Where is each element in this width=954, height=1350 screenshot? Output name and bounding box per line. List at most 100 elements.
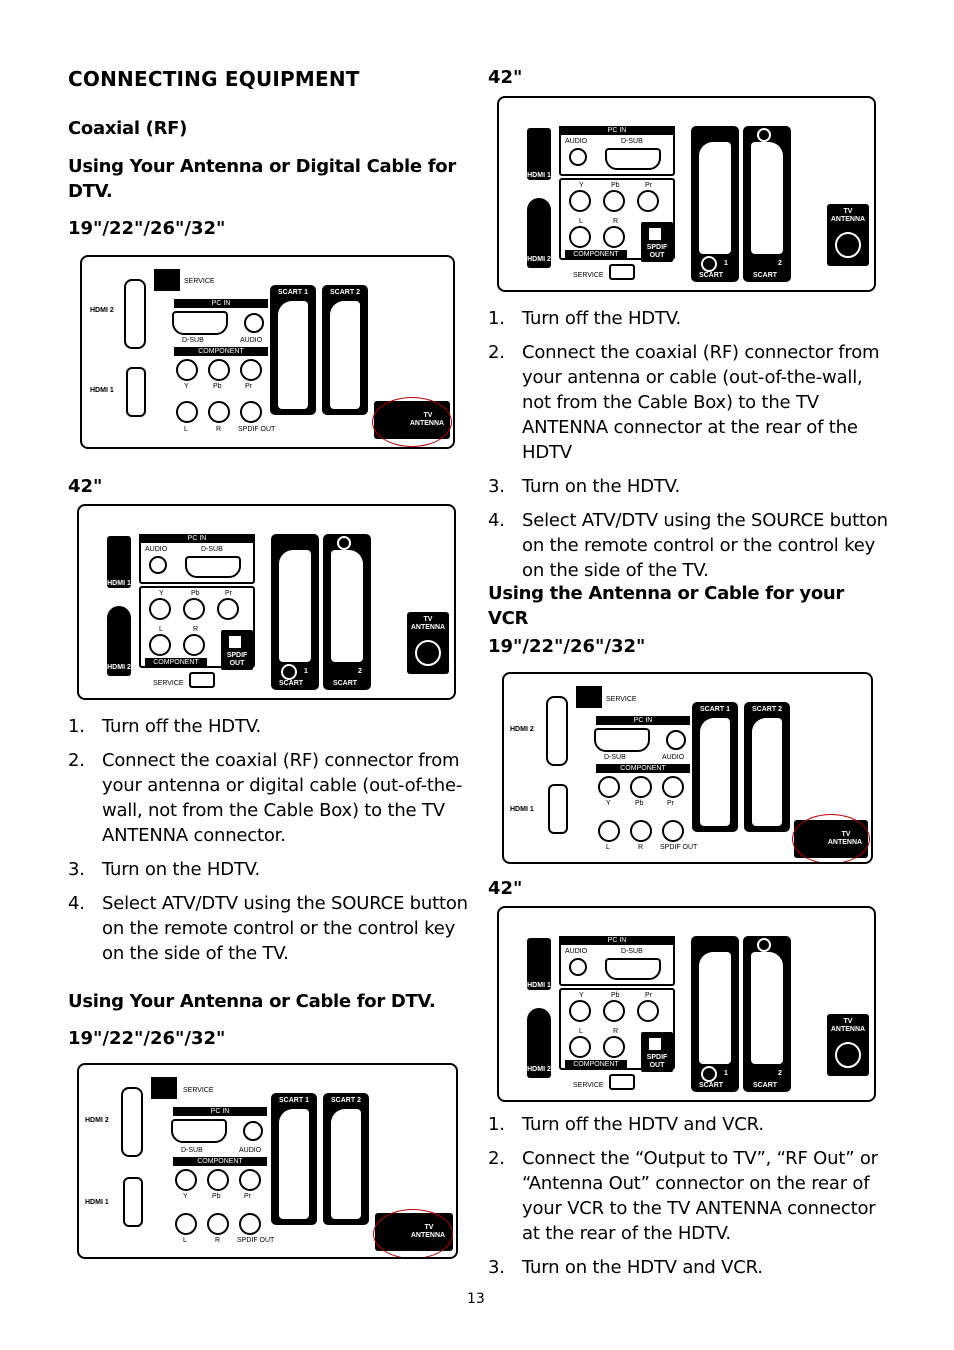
audio-label: AUDIO [565, 948, 588, 955]
step-text: Turn on the HDTV. [522, 476, 680, 497]
hdmi1-label: HDMI 1 [527, 982, 551, 989]
hdmi1-port [548, 784, 568, 834]
step-number: 2. [488, 342, 505, 363]
steps-list-sec2: 1.Turn off the HDTV. 2. Connect the coaxi… [488, 306, 893, 592]
step-number: 1. [488, 1114, 505, 1135]
pr-jack [637, 190, 659, 212]
dsub-label: D-SUB [182, 337, 204, 344]
scart2-slot [751, 952, 783, 1064]
coaxial-heading: Coaxial (RF) [68, 118, 188, 139]
hdmi2-port [121, 1087, 143, 1157]
size-label-small-3: 19"/22"/26"/32" [488, 636, 646, 657]
component-bar: COMPONENT [174, 347, 268, 356]
service-label: SERVICE [606, 696, 637, 703]
scart1-slot [279, 550, 311, 662]
scart2-slot [330, 301, 360, 409]
scart2-label: SCART [752, 272, 778, 279]
pb-label: Pb [611, 182, 620, 189]
component-bar: COMPONENT [565, 250, 627, 259]
pb-label: Pb [191, 590, 200, 597]
dsub-label: D-SUB [201, 546, 223, 553]
l-jack [175, 1213, 197, 1235]
step-text: Turn on the HDTV. [102, 859, 260, 880]
scart1-number: 1 [304, 668, 308, 675]
pb-label: Pb [611, 992, 620, 999]
spdif-jack [240, 401, 262, 423]
pr-label: Pr [645, 992, 652, 999]
antenna-label: ANTENNA [830, 1026, 866, 1033]
scart2-slot [331, 550, 363, 662]
pb-jack [208, 359, 230, 381]
audio-jack [244, 313, 264, 333]
service-port [151, 1077, 177, 1099]
steps-list-sec1: 1.Turn off the HDTV. 2.Connect the coaxi… [68, 714, 468, 975]
scart1-slot [699, 952, 731, 1064]
scart2-slot [331, 1109, 361, 1219]
step-item: 3.Turn on the HDTV and VCR. [488, 1255, 893, 1280]
spdif-out-port [647, 226, 663, 242]
scart1-number: 1 [724, 260, 728, 267]
scart1-slot [699, 142, 731, 254]
spdif-out-port [227, 634, 243, 650]
service-label: SERVICE [153, 680, 184, 687]
r-label: R [216, 426, 222, 433]
hdmi2-label: HDMI 2 [527, 1066, 551, 1073]
hdmi2-port [527, 1008, 551, 1078]
step-text: Turn on the HDTV and VCR. [522, 1257, 763, 1278]
service-label: SERVICE [573, 272, 604, 279]
step-number: 3. [488, 476, 505, 497]
hdmi1-port [527, 128, 551, 180]
dsub-label: D-SUB [181, 1147, 203, 1154]
hdmi2-label: HDMI 2 [527, 256, 551, 263]
scart1-indicator [701, 256, 717, 272]
hdmi2-port [527, 198, 551, 268]
pr-jack [637, 1000, 659, 1022]
l-jack [149, 634, 171, 656]
component-bar: COMPONENT [596, 764, 690, 773]
l-label: L [159, 626, 163, 633]
dsub-label: D-SUB [621, 948, 643, 955]
size-label-small-2: 19"/22"/26"/32" [68, 1028, 226, 1049]
step-text: Connect the coaxial (RF) connector from … [522, 342, 880, 463]
dsub-port [172, 311, 228, 335]
size-label-large-3: 42" [488, 878, 523, 899]
pr-jack [239, 1169, 261, 1191]
scart1-slot [279, 1109, 309, 1219]
size-label-large-2: 42" [488, 67, 523, 88]
audio-jack [569, 958, 587, 976]
pb-label: Pb [213, 383, 222, 390]
service-port [609, 1074, 635, 1090]
r-jack [603, 226, 625, 248]
hdmi2-label: HDMI 2 [85, 1117, 109, 1124]
tv-label: TV [423, 616, 433, 623]
spdif-out-label: SPDIF OUT [660, 844, 698, 851]
scart1-label: SCART 1 [279, 1097, 309, 1104]
rear-panel-diagram-small-2: HDMI 2 HDMI 1 SERVICE PC IN D-SUB AUDIO … [77, 1063, 458, 1259]
pb-label: Pb [212, 1193, 221, 1200]
tv-label: TV [843, 208, 853, 215]
y-label: Y [579, 182, 584, 189]
step-text: Select ATV/DTV using the SOURCE button o… [522, 510, 888, 581]
r-label: R [613, 218, 619, 225]
out-label: OUT [649, 1062, 665, 1069]
service-label: SERVICE [184, 278, 215, 285]
pc-in-bar: PC IN [173, 1107, 267, 1116]
step-number: 1. [488, 308, 505, 329]
dsub-port [171, 1119, 227, 1143]
rear-panel-diagram-large-1: HDMI 1 HDMI 2 PC IN AUDIO D-SUB Y Pb Pr … [77, 504, 456, 700]
pb-jack [603, 1000, 625, 1022]
scart2-label: SCART 2 [752, 706, 782, 713]
hdmi1-port [126, 367, 146, 417]
step-number: 1. [68, 716, 85, 737]
hdmi2-label: HDMI 2 [107, 664, 131, 671]
r-jack [603, 1036, 625, 1058]
rear-panel-diagram-large-3: HDMI 1 HDMI 2 PC IN AUDIO D-SUB Y Pb Pr … [497, 906, 876, 1102]
scart2-indicator [757, 938, 771, 952]
step-item: 1.Turn off the HDTV. [488, 306, 893, 331]
step-number: 3. [68, 859, 85, 880]
pb-jack [603, 190, 625, 212]
audio-jack [149, 556, 167, 574]
scart1-slot [700, 718, 730, 826]
l-label: L [183, 1237, 187, 1244]
scart1-label: SCART [698, 1082, 724, 1089]
